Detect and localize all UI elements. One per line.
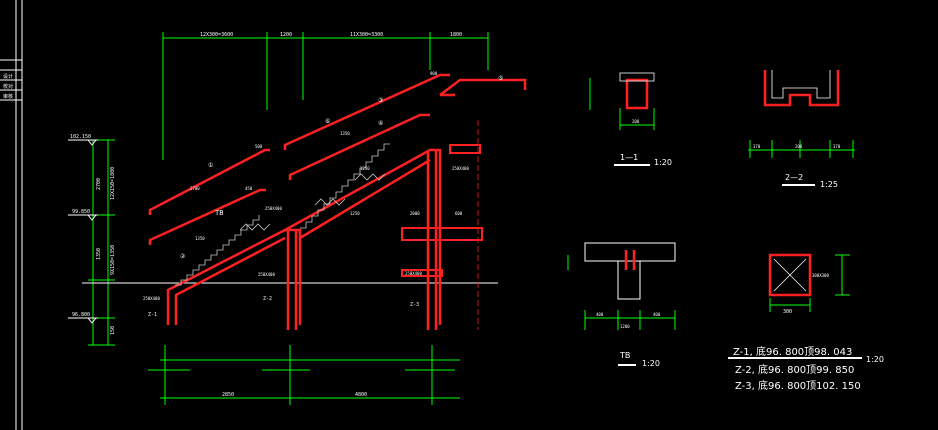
section-tb-title: TB	[619, 351, 630, 360]
section-1-1-title: 1—1	[620, 153, 638, 162]
frame-label-1: 设计	[3, 73, 13, 80]
top-dimension-line	[162, 32, 489, 160]
stair-structure	[148, 73, 527, 330]
level-marks	[68, 139, 98, 324]
level-mark-1: 102.150	[70, 134, 91, 140]
section-tb-dim-3: 400	[653, 312, 661, 317]
section-tb-scale: 1:20	[642, 359, 660, 368]
section-column	[768, 253, 850, 312]
section-2-2-title: 2—2	[785, 173, 803, 182]
inner-label-4: 250X400	[452, 166, 469, 171]
top-dim-4: 1800	[450, 32, 462, 38]
section-tb	[567, 242, 676, 366]
top-dim-2: 1200	[280, 32, 292, 38]
inner-label-5: 250X400	[265, 206, 282, 211]
section-col-label: 300X300	[812, 273, 829, 278]
flight-label-4: 1350	[195, 236, 205, 241]
column-label-z1: Z-1	[148, 312, 157, 318]
flight-label-10: 600	[455, 211, 463, 216]
flight-label-5: 1350	[340, 131, 350, 136]
beam-label-tb: TB	[215, 209, 223, 217]
marker-1: ①	[208, 162, 213, 169]
flight-label-7: 1250	[360, 166, 370, 171]
marker-6: ⑥	[325, 118, 330, 125]
circled-markers: ① ② ③ ④ ⑤ ⑥	[180, 75, 503, 260]
section-2-2-dim-2: 200	[795, 144, 803, 149]
frame-label-3: 审核	[3, 93, 13, 100]
inner-label-3: 250X400	[405, 271, 422, 276]
marker-5: ⑤	[498, 75, 503, 82]
title-strip	[0, 0, 23, 430]
side-dim-4: 9X150=1350	[110, 245, 116, 275]
level-mark-2: 99.850	[72, 209, 90, 215]
column-table-row-2: Z-2, 底96. 800顶99. 850	[735, 363, 854, 376]
flight-label-6: 900	[430, 71, 438, 76]
section-1-1-scale: 1:20	[654, 158, 672, 167]
flight-label-2: 2700	[190, 186, 200, 191]
level-mark-4: 96.800	[72, 312, 90, 318]
section-2-2	[748, 70, 855, 186]
column-label-z2: Z-2	[263, 296, 272, 302]
frame-label-2: 校对	[3, 83, 13, 90]
inner-label-2: 250X400	[258, 272, 275, 277]
flight-label-1: 500	[255, 144, 263, 149]
column-table-row-1: Z-1, 底96. 800顶98. 043	[733, 345, 852, 358]
marker-2: ②	[180, 253, 186, 260]
marker-4: ④	[378, 120, 383, 127]
column-table-row-3: Z-3, 底96. 800顶102. 150	[735, 379, 861, 392]
column-label-z3: Z-3	[410, 302, 419, 308]
section-1-1-dim: 200	[632, 119, 640, 124]
side-dim-1: 2700	[96, 178, 102, 190]
left-dim-texts: 2700 12X150=1800 1350 9X150=1350 150	[96, 167, 116, 335]
section-2-2-dim-3: 370	[833, 144, 841, 149]
side-dim-3: 1350	[96, 248, 102, 260]
section-col-dim: 300	[783, 309, 792, 315]
inner-label-1: 250X400	[143, 296, 160, 301]
flight-label-9: 2000	[410, 211, 420, 216]
marker-3: ③	[378, 97, 383, 104]
bottom-dim-2: 4800	[355, 392, 367, 398]
side-dim-2: 12X150=1800	[110, 167, 116, 200]
stair-steps	[175, 143, 390, 286]
top-dim-3: 11X300=3300	[350, 32, 383, 38]
section-1-1	[589, 72, 655, 166]
section-tb-dim-1: 400	[596, 312, 604, 317]
bottom-dimension-lines	[148, 345, 460, 405]
side-dim-6: 150	[110, 326, 116, 335]
top-dim-1: 12X300=3600	[200, 32, 233, 38]
flight-label-3: 450	[245, 186, 253, 191]
inner-labels: 250X400 250X400 250X400 250X400 250X400	[143, 166, 469, 301]
flight-label-8: 1250	[350, 211, 360, 216]
flight-dim-texts: 500 2700 450 1350 1350 900 1250 1250 200…	[190, 71, 463, 241]
section-2-2-scale: 1:25	[820, 180, 838, 189]
landing-platform	[401, 144, 483, 277]
section-2-2-dim-1: 370	[753, 144, 761, 149]
section-tb-dim-2: 1200	[620, 324, 630, 329]
column-table-scale: 1:20	[866, 355, 884, 364]
bottom-dim-1: 2850	[222, 392, 234, 398]
